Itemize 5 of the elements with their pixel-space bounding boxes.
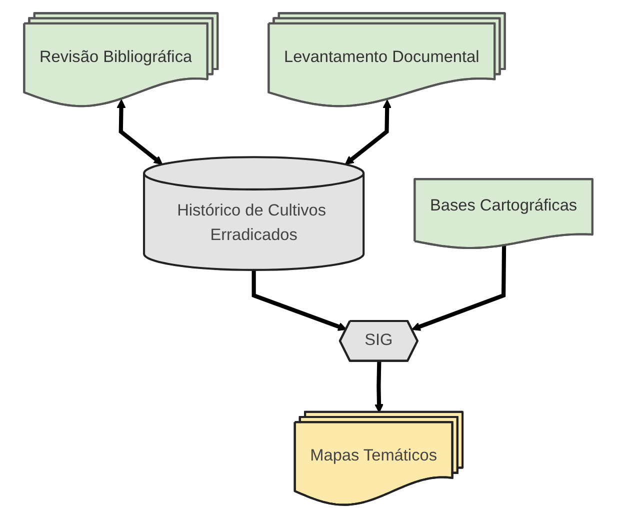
arrow — [116, 99, 163, 165]
arrow — [412, 246, 506, 331]
arrow — [345, 100, 392, 165]
arrow — [252, 270, 347, 331]
arrow — [374, 361, 384, 413]
